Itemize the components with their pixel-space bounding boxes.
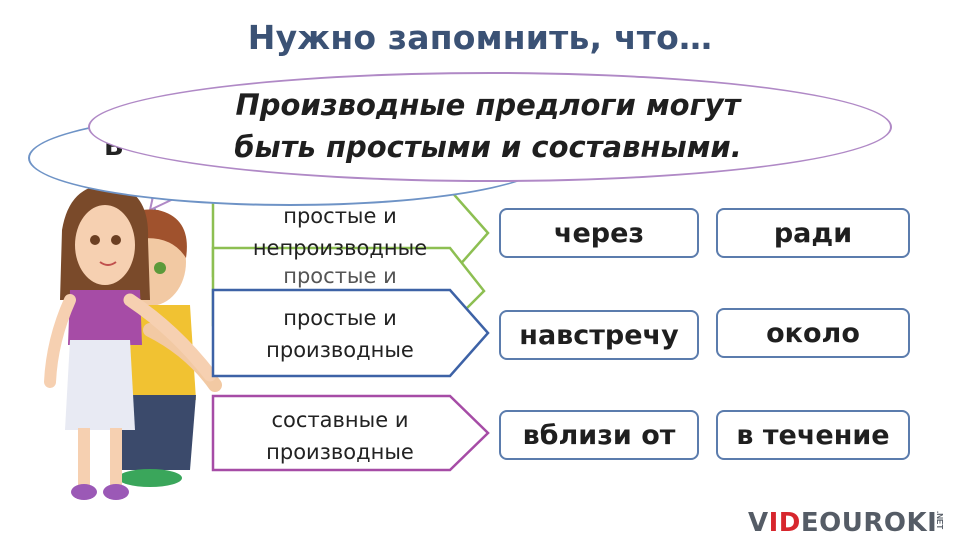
category-label-2[interactable]: простые и производные: [215, 302, 465, 366]
speech-bubble-main: [88, 72, 892, 182]
answer-box-cherez[interactable]: через: [499, 208, 699, 258]
logo-accent: ID: [768, 508, 801, 538]
logo-part-2: EOUROKI: [800, 508, 938, 538]
answer-box-okolo[interactable]: около: [716, 308, 910, 358]
category-arrow-3: [211, 394, 490, 472]
speech-bubble-main-text: Производные предлоги могут быть простыми…: [88, 84, 888, 168]
answer-box-vblizi-ot[interactable]: вблизи от: [499, 410, 699, 460]
category-3-line-2: производные: [266, 440, 414, 464]
category-label-3[interactable]: составные и производные: [215, 404, 465, 468]
videouroki-logo: VIDEOUROKI: [748, 508, 937, 538]
category-3-line-1: составные и: [271, 408, 409, 432]
category-label-1[interactable]: простые и непроизводные: [215, 200, 465, 264]
logo-part-1: V: [748, 508, 769, 538]
logo-suffix: .NET: [935, 511, 944, 530]
bubble-line-1: Производные предлоги могут: [235, 88, 741, 122]
category-2-line-1: простые и: [283, 306, 397, 330]
answer-box-v-techenie[interactable]: в течение: [716, 410, 910, 460]
answer-box-navstrechu[interactable]: навстречу: [499, 310, 699, 360]
category-2-line-2: производные: [266, 338, 414, 362]
girl-character: [44, 184, 217, 500]
answer-box-radi[interactable]: ради: [716, 208, 910, 258]
bubble-line-2: быть простыми и составными.: [234, 130, 742, 164]
page-title: Нужно запомнить, что…: [247, 18, 713, 57]
hidden-category-label: простые и: [283, 266, 397, 288]
category-1-line-2: непроизводные: [252, 236, 428, 260]
category-1-line-1: простые и: [283, 204, 397, 228]
category-arrow-2: [211, 288, 490, 378]
